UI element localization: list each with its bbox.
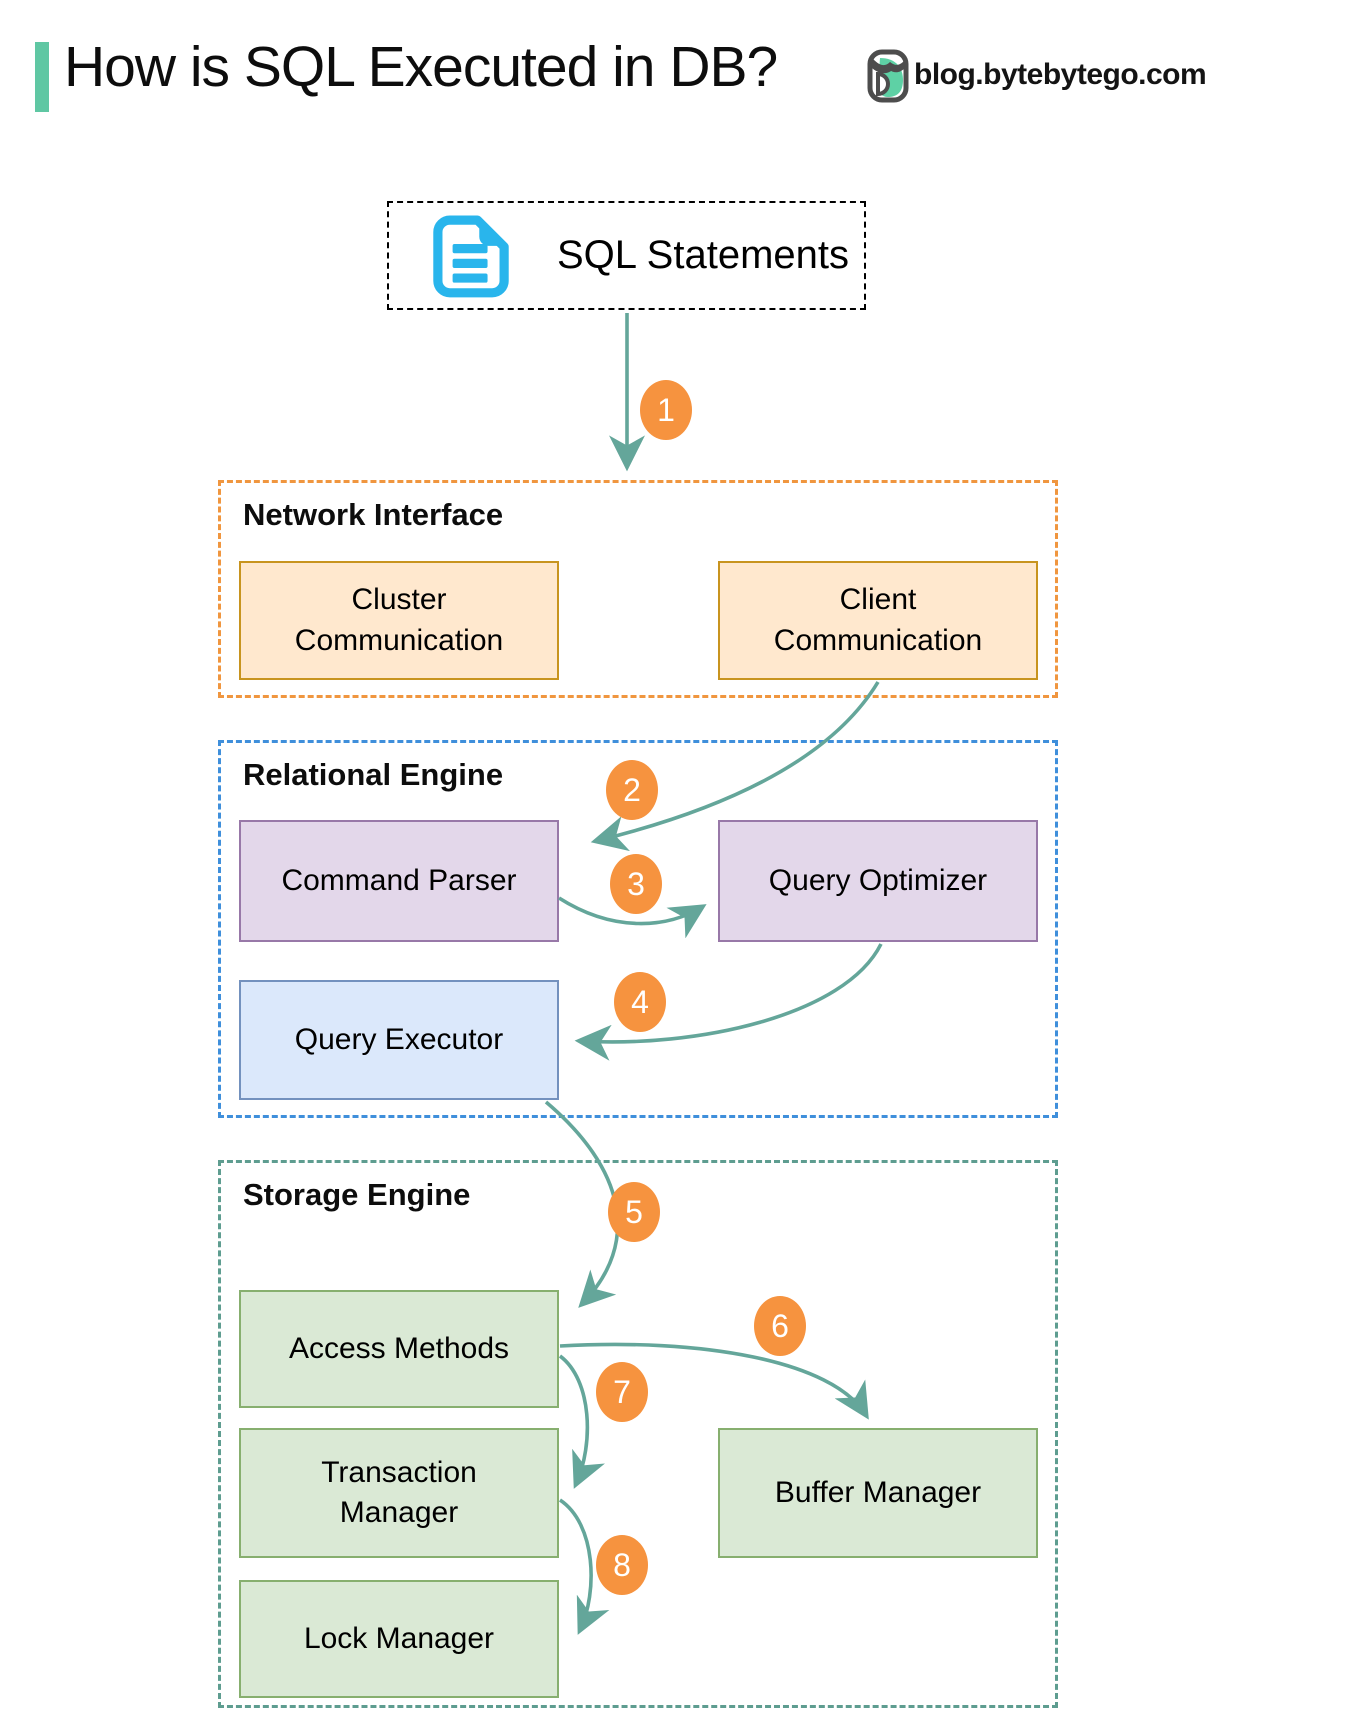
section-relational-engine-label: Relational Engine: [243, 757, 504, 792]
node-transaction-manager: Transaction Manager: [239, 1428, 559, 1558]
document-icon: [433, 215, 509, 297]
step-badge-6: 6: [754, 1296, 806, 1356]
bytebytego-logo-icon: [867, 49, 909, 103]
node-lock-manager: Lock Manager: [239, 1580, 559, 1698]
node-query-executor: Query Executor: [239, 980, 559, 1100]
node-client-communication: Client Communication: [718, 561, 1038, 680]
step-badge-7: 7: [596, 1362, 648, 1422]
step-badge-3: 3: [610, 854, 662, 914]
step-badge-2: 2: [606, 760, 658, 820]
section-network-interface-label: Network Interface: [243, 497, 504, 532]
step-badge-4: 4: [614, 972, 666, 1032]
section-storage-engine-label: Storage Engine: [243, 1177, 471, 1212]
node-query-optimizer: Query Optimizer: [718, 820, 1038, 942]
sql-statements-label: SQL Statements: [557, 233, 849, 277]
step-badge-5: 5: [608, 1182, 660, 1242]
node-buffer-manager: Buffer Manager: [718, 1428, 1038, 1558]
brand: blog.bytebytego.com: [866, 46, 1207, 104]
title-accent-bar: [35, 42, 49, 112]
step-badge-1: 1: [640, 380, 692, 440]
step-badge-8: 8: [596, 1535, 648, 1595]
page-title: How is SQL Executed in DB?: [64, 35, 778, 99]
node-access-methods: Access Methods: [239, 1290, 559, 1408]
section-storage-engine: Storage Engine: [218, 1160, 1058, 1708]
node-command-parser: Command Parser: [239, 820, 559, 942]
section-relational-engine: Relational Engine: [218, 740, 1058, 1118]
brand-text: blog.bytebytego.com: [914, 58, 1207, 91]
node-cluster-communication: Cluster Communication: [239, 561, 559, 680]
sql-statements-box: SQL Statements: [387, 201, 866, 310]
